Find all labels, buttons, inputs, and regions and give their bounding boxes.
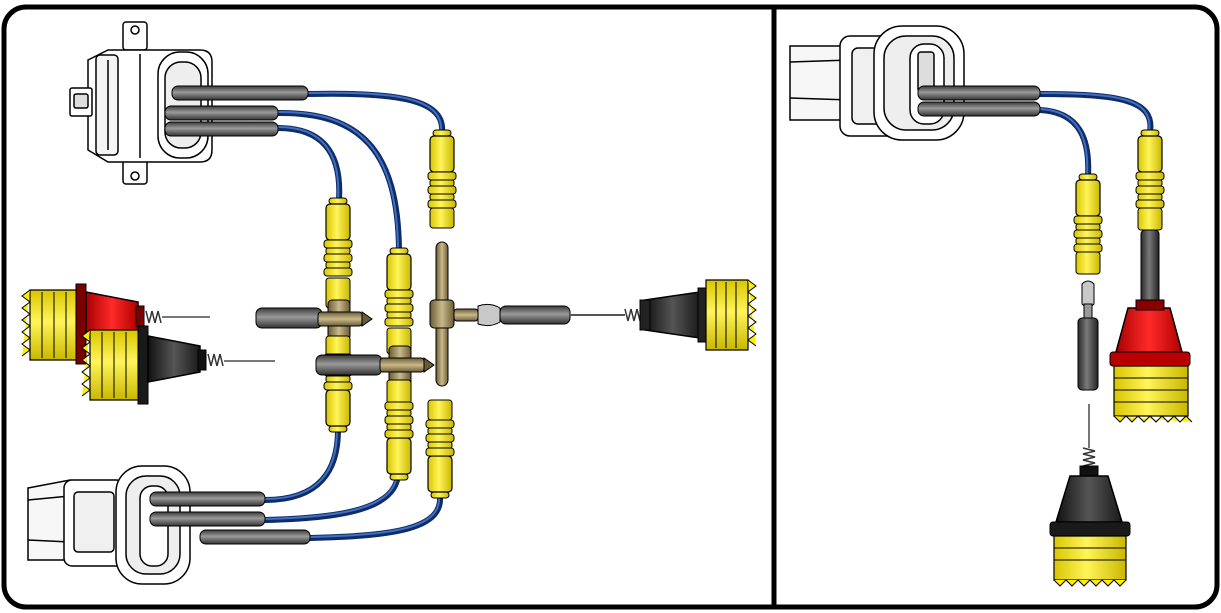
outer-frame (1, 4, 1220, 610)
left-panel (21, 21, 757, 585)
banana-plug-icon (255, 307, 323, 329)
right-panel (789, 25, 1193, 587)
tee-adapter-standalone (429, 241, 644, 387)
black-probe-lead (81, 325, 275, 405)
tee-assembly-b (315, 247, 435, 481)
yellow-boot-bottom (425, 399, 455, 499)
bottom-jumper-tails (149, 491, 311, 545)
red-probe-lead (21, 283, 210, 365)
right-bottom-black-probe (1049, 404, 1131, 587)
yellow-boot-top (427, 129, 457, 229)
right-black-lead (1073, 173, 1103, 391)
right-red-lead (1109, 129, 1193, 423)
tee-assembly-a (255, 197, 373, 433)
top-jumper-tails (164, 85, 309, 137)
right-black-probe (639, 279, 757, 351)
